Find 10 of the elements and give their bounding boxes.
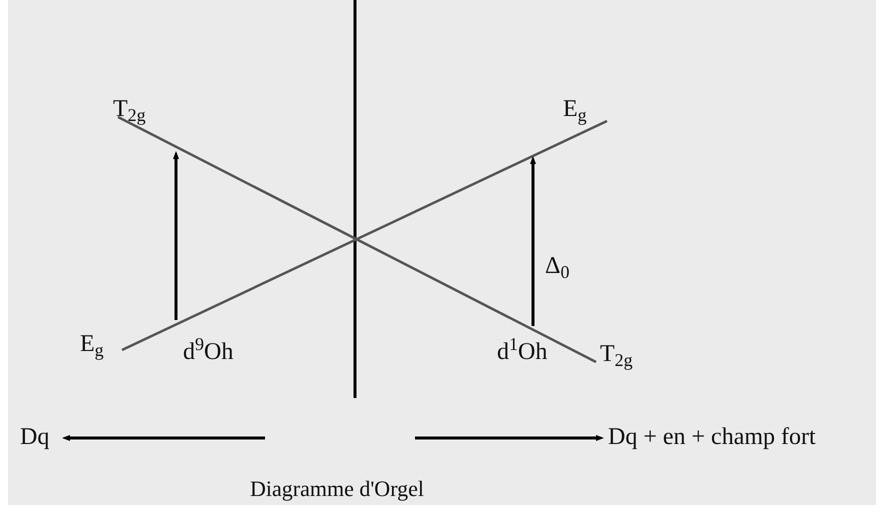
axis-label: Dq + en + champ fort xyxy=(608,423,816,451)
caption: Diagramme d'Orgel xyxy=(250,476,424,502)
term-label: T$_{2g}$ xyxy=(113,95,146,123)
term-label: E$_{g}$ xyxy=(563,95,587,123)
splitting-label: Δ$_{0}$ xyxy=(545,252,570,280)
term-label: E$_{g}$ xyxy=(80,330,104,358)
configuration-label: d$^{9}$Oh xyxy=(183,338,234,366)
term-label: T$_{2g}$ xyxy=(600,340,633,368)
configuration-label: d$^{1}$Oh xyxy=(497,338,548,366)
axis-label: Dq xyxy=(20,423,50,451)
